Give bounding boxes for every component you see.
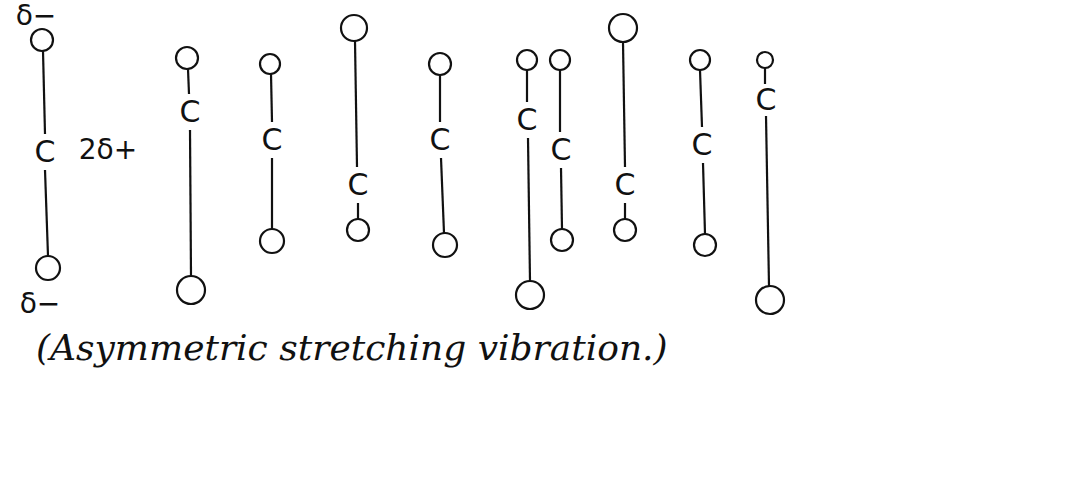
atom-symbol: C xyxy=(692,130,713,160)
atom-symbol: C xyxy=(180,97,201,127)
figure-caption: (Asymmetric stretching vibration.) xyxy=(36,330,668,366)
atom-symbol: C xyxy=(35,137,56,167)
atom-symbol: C xyxy=(517,105,538,135)
partial-charge: 2δ+ xyxy=(79,136,137,164)
partial-charge: δ− xyxy=(20,290,61,318)
atom-symbol: C xyxy=(262,125,283,155)
atom-symbol: C xyxy=(615,170,636,200)
atom-symbol: C xyxy=(551,135,572,165)
atom-symbol: C xyxy=(756,85,777,115)
atom-symbol: C xyxy=(430,125,451,155)
partial-charge: δ− xyxy=(16,2,57,30)
atom-symbol: C xyxy=(348,170,369,200)
